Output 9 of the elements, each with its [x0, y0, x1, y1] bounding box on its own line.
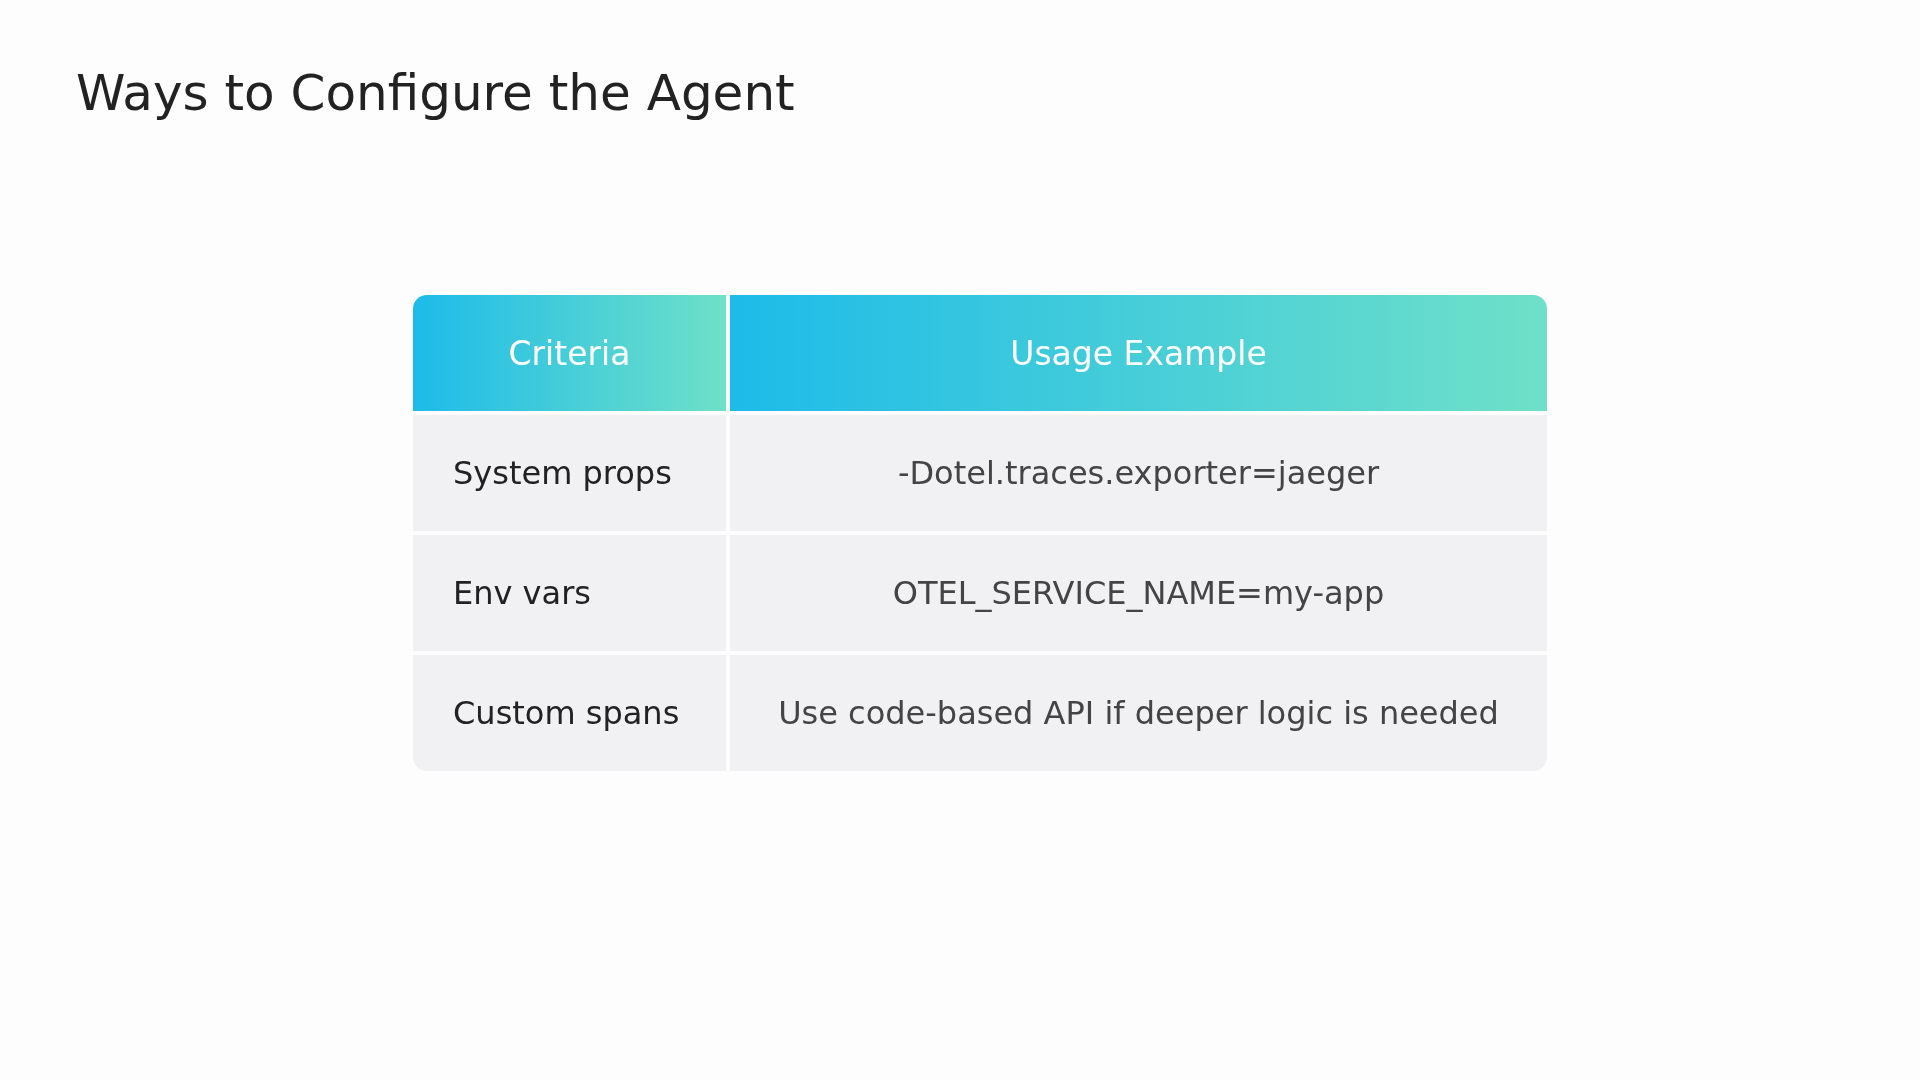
- table-cell: Use code-based API if deeper logic is needed: [730, 655, 1547, 771]
- table-cell: OTEL_SERVICE_NAME=my-app: [730, 535, 1547, 651]
- table-cell: Env vars: [413, 535, 726, 651]
- table-cell: Custom spans: [413, 655, 726, 771]
- slide-title: Ways to Configure the Agent: [76, 64, 795, 122]
- table-header-cell: Usage Example: [730, 295, 1547, 411]
- table-cell: System props: [413, 415, 726, 531]
- table-header-cell: Criteria: [413, 295, 726, 411]
- table-cell: -Dotel.traces.exporter=jaeger: [730, 415, 1547, 531]
